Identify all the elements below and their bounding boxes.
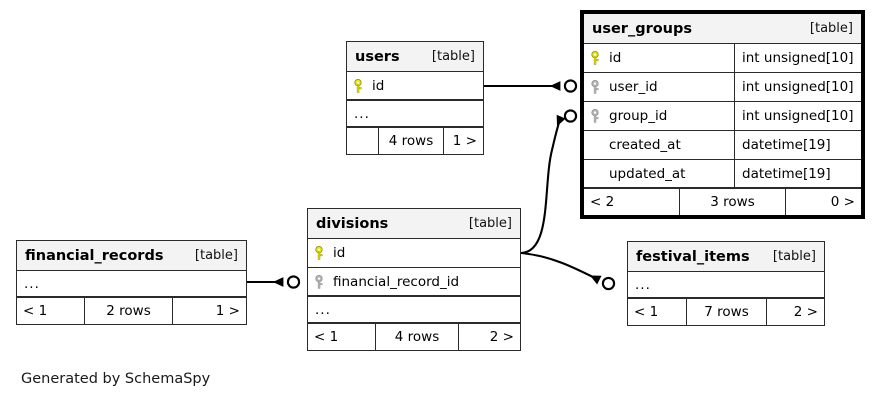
footer-child-count[interactable]: 2 > — [458, 324, 520, 350]
table-financial-records[interactable]: financial_records [table] ... < 1 2 rows… — [16, 240, 247, 325]
foreign-key-icon — [591, 80, 599, 94]
table-title: user_groups — [592, 20, 693, 37]
table-footer-users: 4 rows 1 > — [347, 128, 483, 154]
edge-users-to-user-groups — [484, 79, 578, 93]
column-name-cell: id — [347, 72, 483, 99]
column-type-cell: int unsigned[10] — [734, 73, 861, 101]
table-kind-label: [table] — [431, 49, 475, 64]
column-name-cell: id — [584, 44, 734, 72]
column-label: financial_record_id — [333, 273, 460, 290]
footer-child-count[interactable]: 2 > — [766, 299, 824, 325]
table-header-divisions: divisions [table] — [308, 209, 520, 239]
footer-row-count: 2 rows — [84, 298, 172, 324]
more-columns-indicator: ... — [628, 272, 824, 299]
column-label: created_at — [609, 137, 681, 153]
footer-parent-count[interactable]: < 1 — [23, 303, 48, 319]
footer-row-count: 7 rows — [686, 299, 766, 325]
edge-financial-records-to-divisions — [247, 275, 301, 289]
table-row[interactable]: id — [308, 239, 520, 268]
more-columns-indicator: ... — [347, 101, 483, 128]
table-user-groups[interactable]: user_groups [table] id int unsigned[10] — [580, 10, 865, 219]
table-row[interactable]: created_at datetime[19] — [584, 131, 861, 160]
table-columns-user-groups: id int unsigned[10] user_id int unsigned… — [584, 44, 861, 189]
table-row[interactable]: updated_at datetime[19] — [584, 160, 861, 189]
column-type-cell: int unsigned[10] — [734, 44, 861, 72]
foreign-key-icon — [315, 274, 323, 289]
table-title: festival_items — [636, 248, 750, 265]
column-label: updated_at — [609, 165, 686, 182]
column-type-cell: datetime[19] — [734, 131, 861, 159]
footer-row-count: 4 rows — [375, 324, 458, 350]
column-label: user_id — [609, 79, 658, 95]
footer-parent-count[interactable]: < 2 — [590, 194, 615, 210]
table-users[interactable]: users [table] id ... 4 rows 1 > — [346, 41, 484, 155]
table-festival-items[interactable]: festival_items [table] ... < 1 7 rows 2 … — [627, 241, 825, 326]
table-title: users — [355, 48, 400, 65]
column-name-cell: financial_record_id — [308, 268, 520, 295]
column-name-cell: updated_at — [584, 160, 734, 187]
footer-child-count[interactable]: 0 > — [785, 189, 861, 215]
table-footer-user-groups: < 2 3 rows 0 > — [584, 189, 861, 215]
table-header-financial-records: financial_records [table] — [17, 241, 246, 271]
column-label: group_id — [609, 108, 668, 124]
footer-parent-count[interactable] — [347, 128, 378, 154]
table-kind-label: [table] — [194, 248, 238, 263]
column-name-cell: user_id — [584, 73, 734, 101]
primary-key-icon — [591, 51, 599, 65]
column-type-cell: int unsigned[10] — [734, 102, 861, 130]
edge-divisions-to-festival-items — [520, 251, 616, 291]
table-row[interactable]: id int unsigned[10] — [584, 44, 861, 73]
table-title: financial_records — [25, 247, 164, 264]
more-columns-indicator: ... — [308, 297, 520, 324]
table-divisions[interactable]: divisions [table] id — [307, 208, 521, 351]
footer-row-count: 3 rows — [679, 189, 785, 215]
generated-by-caption: Generated by SchemaSpy — [21, 371, 211, 387]
table-header-users: users [table] — [347, 42, 483, 72]
table-columns-divisions: id financial_record_id — [308, 239, 520, 297]
table-footer-financial-records: < 1 2 rows 1 > — [17, 298, 246, 324]
column-type-cell: datetime[19] — [734, 160, 861, 187]
footer-child-count[interactable]: 1 > — [443, 128, 483, 154]
table-kind-label: [table] — [468, 216, 512, 231]
table-row[interactable]: group_id int unsigned[10] — [584, 102, 861, 131]
primary-key-icon — [354, 78, 362, 93]
primary-key-icon — [315, 246, 323, 260]
table-columns-users: id — [347, 72, 483, 101]
table-header-user-groups: user_groups [table] — [584, 14, 861, 44]
table-row[interactable]: financial_record_id — [308, 268, 520, 297]
column-name-cell: group_id — [584, 102, 734, 130]
table-row[interactable]: id — [347, 72, 483, 101]
edge-divisions-to-user-groups — [520, 109, 578, 255]
foreign-key-icon — [591, 109, 599, 123]
table-header-festival-items: festival_items [table] — [628, 242, 824, 272]
table-footer-divisions: < 1 4 rows 2 > — [308, 324, 520, 350]
column-label: id — [372, 77, 385, 94]
column-label: id — [333, 245, 346, 261]
footer-parent-count[interactable]: < 1 — [314, 329, 339, 345]
table-kind-label: [table] — [809, 21, 853, 36]
more-columns-indicator: ... — [17, 271, 246, 298]
column-label: id — [609, 50, 622, 66]
column-name-cell: id — [308, 239, 520, 267]
column-name-cell: created_at — [584, 131, 734, 159]
table-kind-label: [table] — [772, 249, 816, 264]
footer-parent-count[interactable]: < 1 — [634, 304, 659, 320]
footer-child-count[interactable]: 1 > — [172, 298, 246, 324]
footer-row-count: 4 rows — [378, 128, 443, 154]
table-row[interactable]: user_id int unsigned[10] — [584, 73, 861, 102]
table-footer-festival-items: < 1 7 rows 2 > — [628, 299, 824, 325]
table-title: divisions — [316, 215, 389, 232]
